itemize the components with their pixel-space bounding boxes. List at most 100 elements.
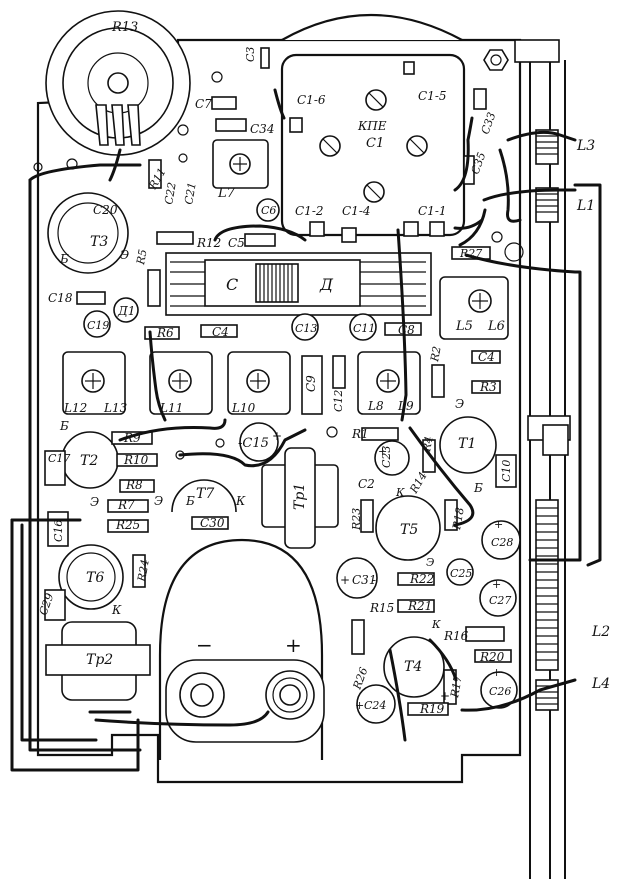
label-r23: R23 [350, 508, 363, 531]
label-l3: L3 [576, 138, 595, 154]
label-r17: R17 [448, 674, 465, 699]
label-b-t1: Б [473, 481, 483, 495]
label-c1-2: C1-2 [295, 204, 324, 218]
battery-contact-plus-inner [279, 684, 301, 706]
label-c11: C11 [353, 322, 375, 335]
label-plus-c23: + [378, 445, 387, 458]
label-r3: R3 [479, 380, 497, 394]
mounting-holes [33, 71, 524, 460]
label-c1: C1 [366, 136, 384, 151]
label-e-t2: Э [90, 495, 99, 509]
label-r2: R2 [428, 345, 444, 363]
label-r20: R20 [479, 650, 505, 664]
label-r4: R4 [420, 435, 436, 453]
label-r25: R25 [115, 518, 140, 532]
label-c23: C23 [380, 446, 393, 468]
label-c16: C16 [52, 520, 65, 542]
label-c24: C24 [364, 699, 386, 712]
battery-contact-minus-inner [190, 683, 214, 707]
label-e-t1: Э [455, 397, 464, 411]
rect-components [44, 47, 517, 716]
label-r8: R8 [125, 478, 143, 492]
label-c2: C2 [358, 477, 375, 491]
label-c19: C19 [87, 319, 109, 332]
label-t1: T1 [458, 436, 476, 452]
label-r5: R5 [134, 248, 150, 266]
label-l4: L4 [591, 676, 610, 692]
kpe-screws [319, 89, 428, 203]
label-minus: − [196, 633, 213, 657]
label-l12: L12 [63, 401, 87, 415]
transformer-tp1 [261, 447, 339, 549]
label-c30: C30 [200, 516, 225, 530]
antenna-holder [542, 424, 569, 456]
coil-l12-can [62, 351, 126, 415]
coil-l7-can [212, 139, 269, 189]
label-filter-c: С [226, 275, 238, 294]
label-r13: R13 [111, 20, 138, 35]
label-r9: R9 [123, 431, 141, 445]
transistor-t3 [47, 192, 129, 274]
label-c25: C25 [450, 567, 472, 580]
kpe-dome [281, 14, 463, 41]
label-plus-r19: + [440, 689, 450, 703]
coil-l3 [535, 129, 559, 165]
label-l8: L8 [367, 399, 384, 413]
label-tp2: Tp2 [86, 652, 113, 668]
label-plus: + [285, 633, 302, 657]
label-l11: L11 [159, 401, 183, 415]
label-c28: C28 [491, 536, 513, 549]
label-r22: R22 [409, 572, 434, 586]
transistor-t1 [439, 416, 497, 474]
label-l2: L2 [591, 624, 610, 640]
label-r19: R19 [419, 702, 445, 716]
coil-l11-can [149, 351, 213, 415]
label-t5: T5 [400, 522, 418, 538]
hex-nut [483, 49, 509, 71]
label-c1-4: C1-4 [342, 204, 371, 218]
label-plus-c26: + [492, 666, 501, 679]
coil-l5-can [439, 276, 509, 340]
label-plus-c15: + [272, 429, 282, 443]
label-c27: C27 [489, 594, 511, 607]
kpe-terminals [289, 117, 445, 243]
label-t2: T2 [80, 453, 98, 469]
transistor-t6 [58, 544, 124, 610]
coil-l1 [535, 187, 559, 223]
transformer-tp2 [45, 621, 151, 701]
label-r6: R6 [156, 326, 174, 340]
coil-l2 [535, 499, 559, 671]
label-t3: T3 [90, 234, 108, 250]
label-l13: L13 [103, 401, 128, 415]
label-c18: C18 [48, 291, 73, 305]
label-plus-c27: + [492, 578, 501, 591]
label-d1: Д1 [117, 304, 135, 318]
label-c17: C17 [48, 452, 70, 465]
label-c4-right: C4 [478, 350, 495, 364]
potentiometer-r13 [45, 10, 191, 156]
labels: R13 C3 C1-6 C1-5 КПЕ C1 C7 C34 C33 C35 L… [37, 20, 611, 716]
wiring [10, 88, 602, 772]
label-c15: -C15 [238, 436, 269, 451]
label-plus-c24: + [355, 699, 364, 712]
label-minus-c31: - [372, 573, 376, 587]
transistor-t7 [171, 479, 237, 513]
label-l10: L10 [231, 401, 256, 415]
label-l9: L9 [397, 399, 414, 413]
label-tp1: Tp1 [292, 483, 308, 510]
label-r18: R18 [450, 506, 467, 531]
label-r27: R27 [459, 247, 482, 260]
label-e-t3: Э [120, 248, 129, 262]
label-c5: C5 [228, 236, 245, 250]
label-c4-top: C4 [212, 325, 229, 339]
label-c21: C21 [182, 181, 199, 205]
label-kpe: КПЕ [357, 119, 387, 133]
label-l6: L6 [487, 319, 505, 334]
label-r16: R16 [443, 629, 469, 643]
transistor-t5 [375, 495, 441, 561]
label-r7: R7 [117, 498, 135, 512]
label-c9: C9 [304, 375, 318, 392]
label-plus-c31: + [340, 573, 350, 587]
label-c8: C8 [398, 323, 415, 337]
